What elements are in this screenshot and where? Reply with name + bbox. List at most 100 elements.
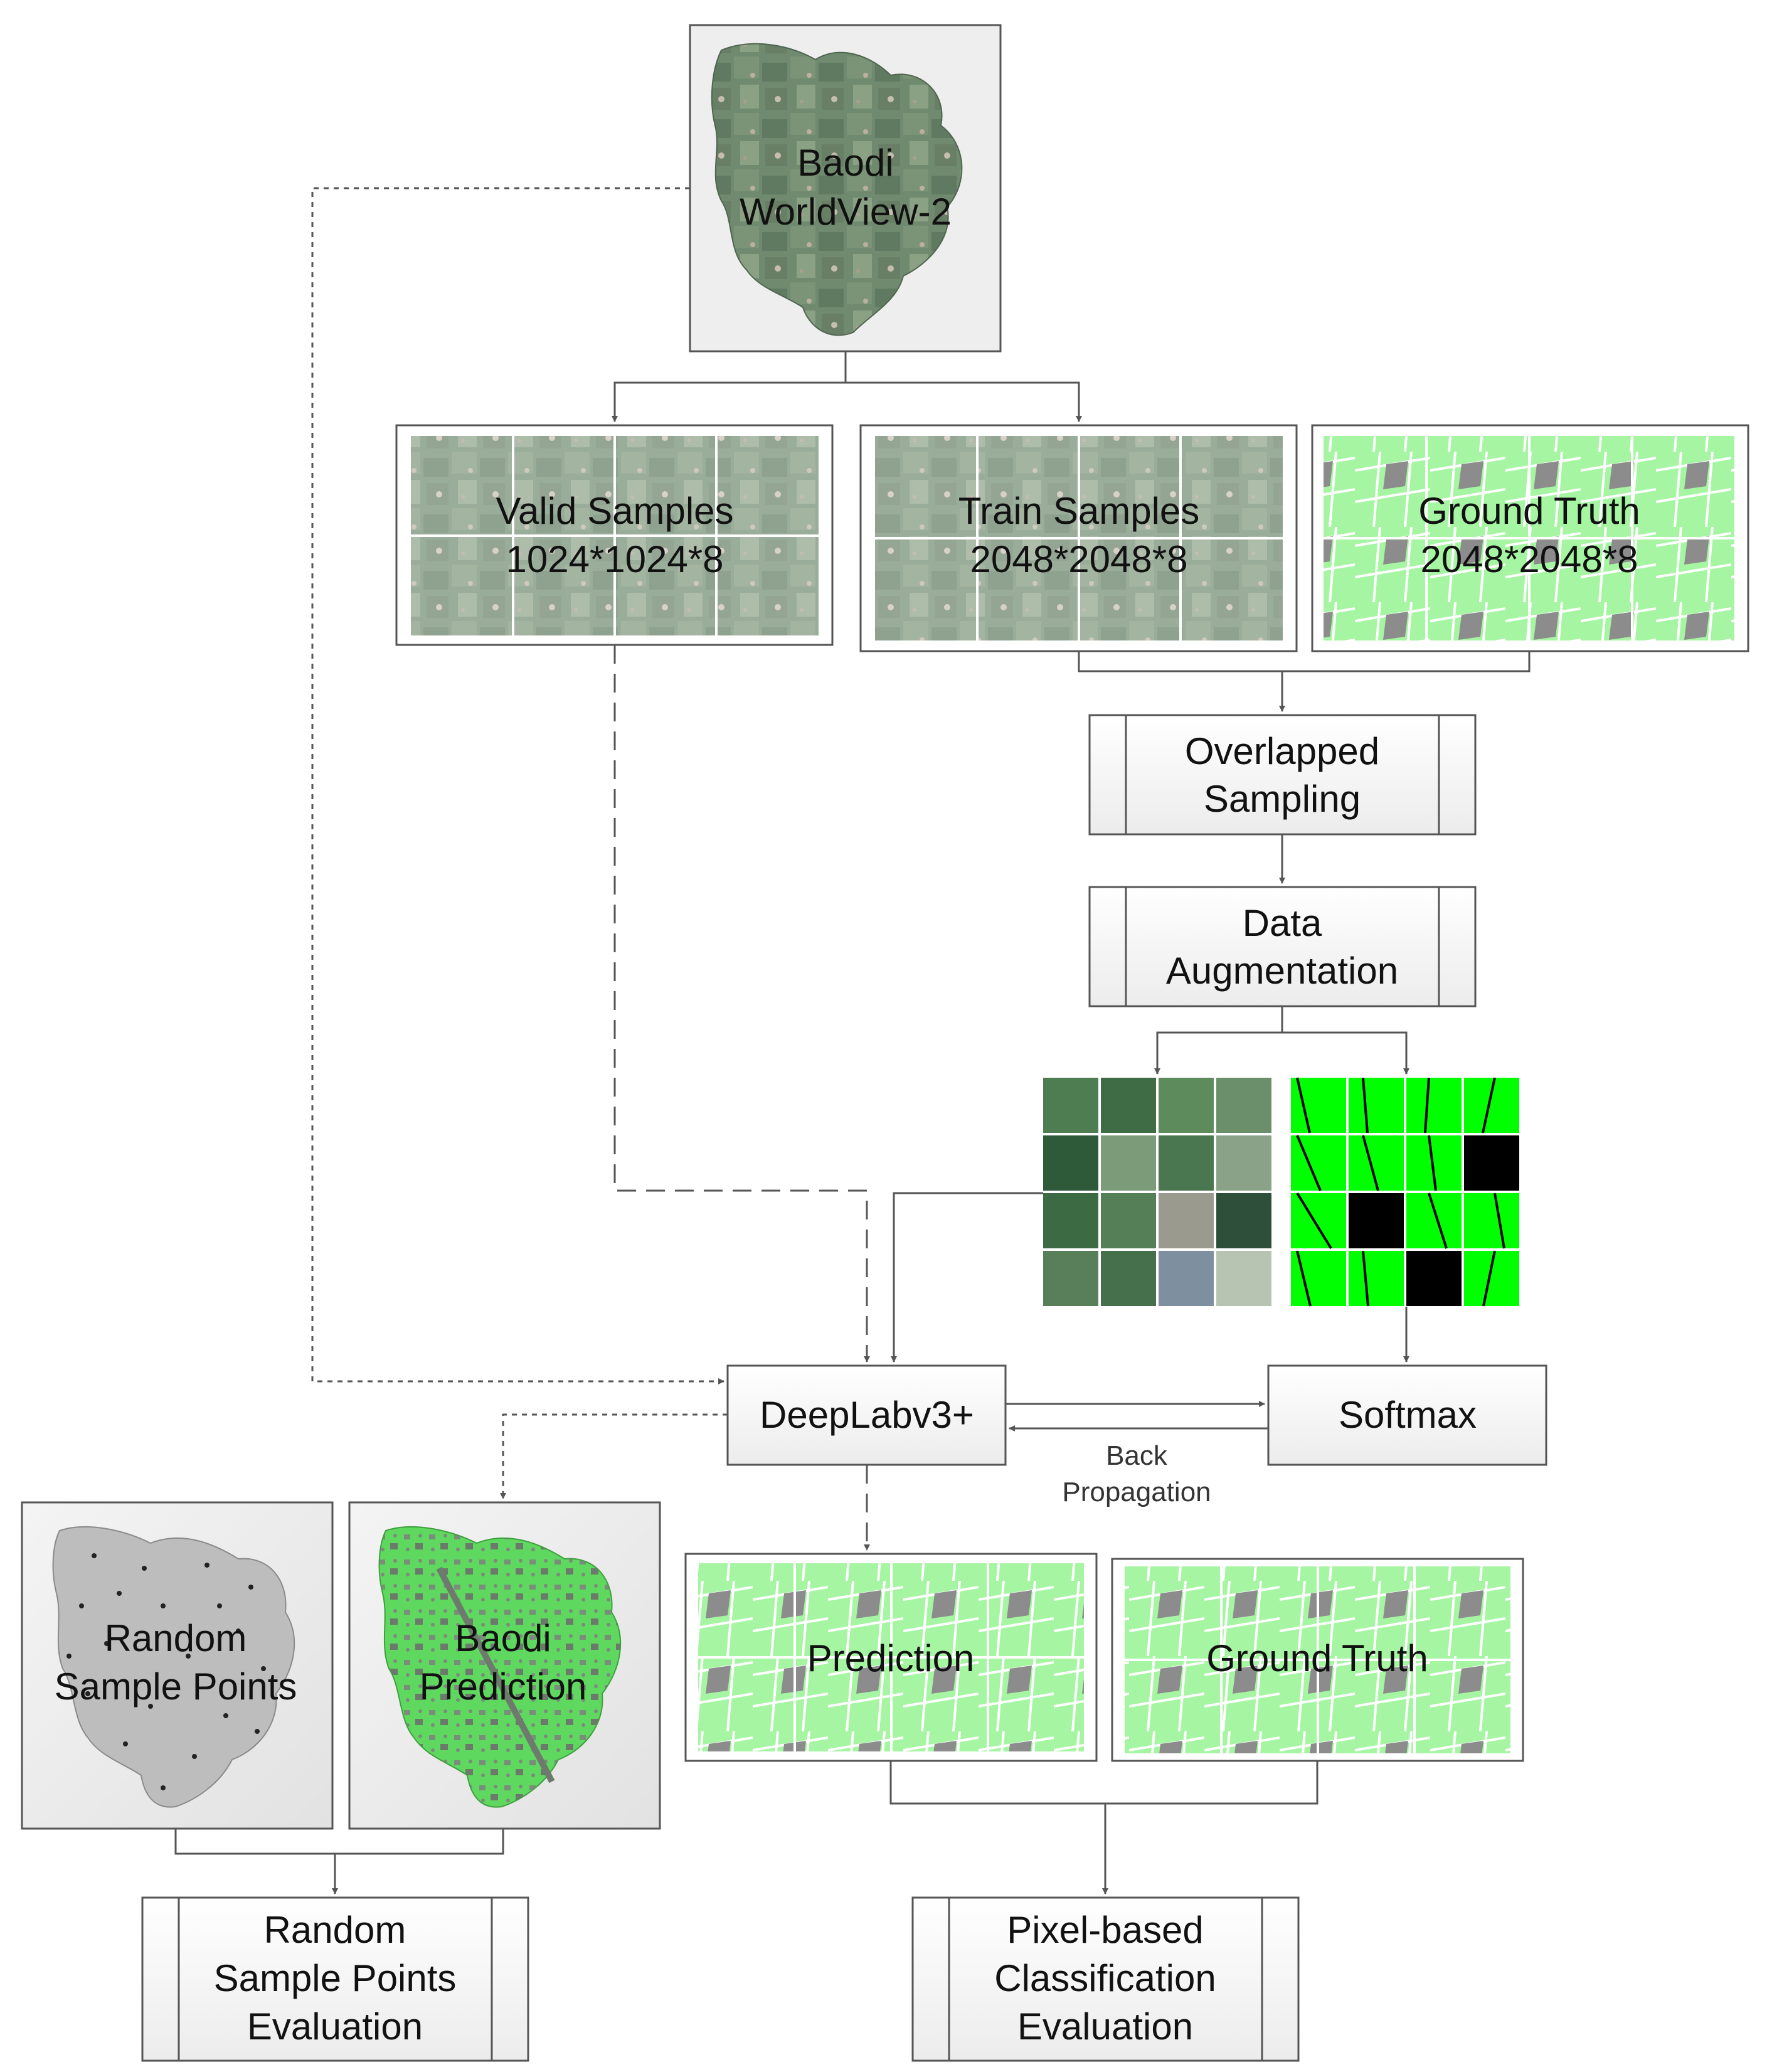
augmented-mask-tile [1349, 1193, 1404, 1248]
sample-point [192, 1754, 197, 1759]
baodi-prediction-label1: Baodi [455, 1617, 551, 1659]
augmented-image-tile [1043, 1078, 1098, 1133]
augmented-image-tile [1216, 1193, 1271, 1248]
augmented-mask-tile [1464, 1193, 1519, 1248]
augmented-image-tile [1101, 1078, 1156, 1133]
sample-point [161, 1603, 166, 1608]
augmented-mask-tile [1349, 1251, 1404, 1306]
pixel-eval-line3: Evaluation [1017, 2006, 1193, 2048]
train-samples-size: 2048*2048*8 [970, 538, 1187, 580]
edge-points-merge [174, 1829, 504, 1855]
sample-point [92, 1553, 97, 1558]
sample-point [142, 1566, 147, 1571]
rsp-eval-line2: Sample Points [214, 1957, 457, 1999]
random-sample-points-evaluation-box: Random Sample Points Evaluation [141, 1896, 529, 2062]
overlapped-sampling-box: Overlapped Sampling [1088, 714, 1477, 836]
augmented-image-tiles [1043, 1078, 1272, 1307]
augmented-mask-tile [1406, 1078, 1462, 1133]
mask-boundary-line [1428, 1193, 1448, 1249]
softmax-box: Softmax [1267, 1364, 1547, 1466]
edge-worldview-deeplab [311, 187, 724, 1384]
augmented-image-tile [1159, 1251, 1214, 1306]
worldview-label: WorldView-2 [740, 191, 952, 233]
augmented-image-tile [1101, 1135, 1156, 1191]
augmented-image-tile [1043, 1251, 1098, 1306]
random-points-map [52, 1526, 295, 1808]
deeplab-box: DeepLabv3+ [726, 1364, 1007, 1466]
sample-point [248, 1585, 253, 1590]
augmented-mask-tiles [1291, 1077, 1522, 1307]
augmented-mask-tile [1291, 1193, 1346, 1248]
random-sample-points-box: Random Sample Points [21, 1501, 334, 1830]
connectors [174, 187, 1531, 1894]
sample-points-label: Sample Points [55, 1666, 297, 1708]
mask-boundary-line [1296, 1192, 1332, 1250]
edge-valid-deeplab [613, 645, 870, 1363]
sample-point [204, 1563, 210, 1568]
edge-worldview-split [612, 351, 847, 422]
edge-split-train [846, 381, 1082, 422]
valid-samples-label: Valid Samples [496, 490, 733, 532]
augmentation-label: Augmentation [1166, 950, 1398, 992]
sample-point [85, 1691, 90, 1696]
random-label: Random [105, 1617, 247, 1659]
mask-boundary-line [1296, 1077, 1311, 1134]
deeplab-label: DeepLabv3+ [760, 1394, 974, 1436]
rsp-eval-line3: Evaluation [247, 2006, 423, 2048]
mask-boundary-line [1494, 1193, 1505, 1249]
baodi-prediction-box: Baodi Prediction [348, 1501, 661, 1830]
edge-augmentation-split [1154, 1006, 1283, 1075]
augmented-image-tile [1159, 1078, 1214, 1133]
augmented-mask-tile [1406, 1251, 1462, 1306]
train-samples-label: Train Samples [958, 490, 1200, 532]
back-label: Back [1106, 1440, 1168, 1471]
augmented-image-tile [1216, 1078, 1271, 1133]
pixel-eval-line1: Pixel-based [1007, 1909, 1204, 1951]
augmented-image-tile [1043, 1135, 1098, 1191]
pixel-eval-line2: Classification [994, 1957, 1216, 1999]
pixel-classification-evaluation-box: Pixel-based Classification Evaluation [911, 1896, 1300, 2062]
sample-point [79, 1603, 84, 1608]
train-samples-box: Train Samples 2048*2048*8 [859, 424, 1298, 652]
sample-point [117, 1591, 122, 1596]
sample-point [217, 1603, 222, 1608]
sample-point [236, 1628, 241, 1634]
mask-boundary-line [1482, 1077, 1496, 1134]
augmented-image-tile [1216, 1135, 1271, 1191]
valid-samples-box: Valid Samples 1024*1024*8 [395, 424, 834, 646]
overlapped-label: Overlapped [1185, 730, 1379, 772]
sample-point [161, 1785, 166, 1790]
sample-point [186, 1654, 191, 1659]
baodi-prediction-label2: Prediction [420, 1666, 587, 1708]
rsp-eval-line1: Random [264, 1909, 406, 1951]
edge-deeplab-baodi-prediction [500, 1413, 728, 1499]
ground-truth-top-box: Ground Truth 2048*2048*8 [1311, 424, 1749, 652]
augmented-image-tile [1216, 1251, 1271, 1306]
mask-boundary-line [1424, 1077, 1430, 1134]
augmented-mask-tile [1464, 1135, 1519, 1191]
mask-boundary-line [1296, 1135, 1322, 1191]
valid-samples-size: 1024*1024*8 [506, 538, 723, 580]
sample-point [255, 1729, 260, 1734]
sample-point [104, 1641, 109, 1646]
augmented-mask-tile [1406, 1193, 1462, 1248]
augmented-image-tile [1159, 1193, 1214, 1248]
sample-point [66, 1654, 72, 1659]
baodi-satellite-map [711, 43, 963, 336]
edge-tiles-deeplab [891, 1192, 1043, 1363]
baodi-label: Baodi [797, 142, 893, 184]
propagation-label: Propagation [1062, 1477, 1211, 1507]
sampling-label: Sampling [1204, 778, 1361, 820]
prediction-label: Prediction [807, 1637, 975, 1679]
baodi-prediction-map [378, 1526, 622, 1808]
augmented-image-tile [1043, 1193, 1098, 1248]
mask-boundary-line [1296, 1250, 1312, 1307]
sample-point [261, 1666, 266, 1671]
sample-point [148, 1704, 153, 1709]
data-label: Data [1243, 902, 1322, 944]
augmented-mask-tile [1349, 1078, 1404, 1133]
mask-boundary-line [1362, 1135, 1379, 1191]
edge-train-gt-merge [1078, 651, 1531, 672]
mask-boundary-line [1362, 1250, 1369, 1307]
